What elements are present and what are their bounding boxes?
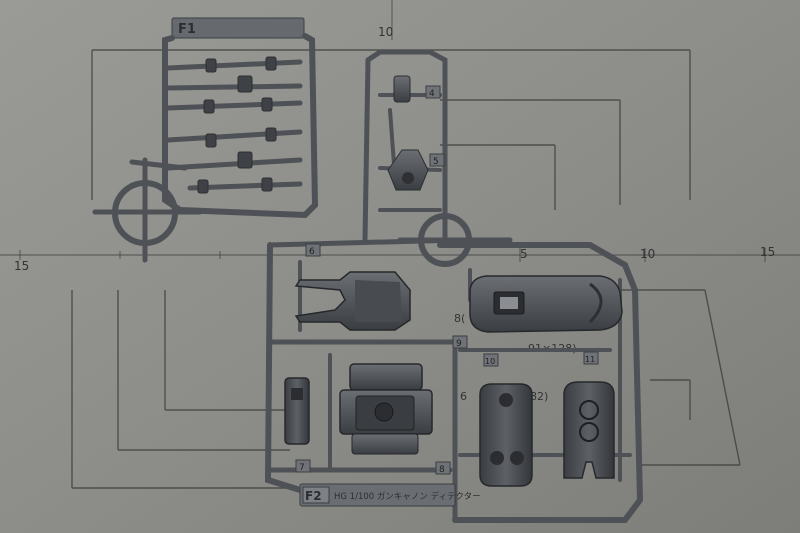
part-number-9: 9 [456,339,462,349]
part-armor-plate-left [479,383,533,487]
dimension-label-c: 6 [460,390,467,403]
part-torso-block [339,363,433,455]
ruler-label-5: 5 [520,247,528,261]
ruler-label-right: 15 [760,245,775,259]
part-number-7: 7 [299,463,305,473]
sprue-f1 [92,17,319,263]
sprue-f2-part-tags [295,85,599,475]
mat-ruler-ticks [19,0,766,262]
sprue-f1-tag-plate [171,17,305,39]
sprue-f2-caption-plate [299,483,456,507]
part-number-5: 5 [433,157,439,167]
part-armor-plate-right [563,381,615,479]
ruler-label-top: 10 [378,25,393,39]
part-number-11: 11 [585,355,595,364]
ruler-label-10: 10 [640,247,655,261]
dimension-label-d: 82) [530,390,548,403]
sprue-f2-tag-text: F2 [305,489,322,503]
part-shoulder-shell [469,275,623,333]
part-number-10: 10 [485,357,495,366]
part-small-bracket-top [393,75,411,103]
ruler-label-left: 15 [14,259,29,273]
part-small-block [284,377,310,445]
part-small-joint [387,149,429,191]
part-number-8: 8 [439,465,445,475]
sprue-f1-tag-text: F1 [178,22,196,37]
sprue-f2-caption-text: HG 1/100 ガンキャノン ディテクター [334,491,481,502]
part-number-6: 6 [309,247,315,257]
dimension-label-a: 8( [454,312,465,325]
part-number-4: 4 [429,89,435,99]
part-clamp-arm [294,271,411,331]
